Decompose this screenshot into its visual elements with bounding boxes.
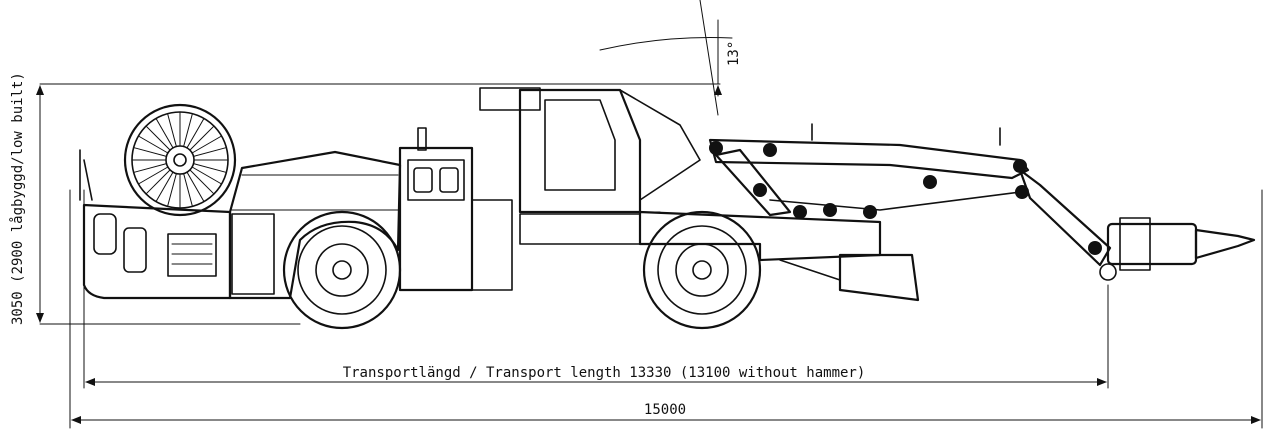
reel-spoke — [155, 171, 174, 203]
reel-spoke — [186, 171, 205, 203]
height-label: 3050 (2900 lågbyggd/low built) — [9, 72, 26, 325]
boom-pin — [863, 205, 877, 219]
transport-length-label: Transportlängd / Transport length 13330 … — [343, 365, 866, 381]
rear-frame — [82, 203, 232, 300]
reel-spoke — [133, 163, 167, 173]
cab-roof-rail — [479, 87, 541, 111]
angle-label: 13° — [726, 41, 742, 66]
boom-arm — [708, 123, 1112, 267]
rear-wheel — [282, 210, 402, 330]
reel-spoke — [193, 147, 227, 157]
reel-spoke — [145, 169, 171, 195]
side-box — [231, 213, 275, 295]
reel-spoke — [183, 113, 193, 147]
boom-pin — [823, 203, 837, 217]
center-unit — [398, 146, 474, 292]
cable-reel — [123, 103, 237, 217]
rear-panel-b — [123, 227, 147, 273]
reel-spoke — [183, 173, 193, 207]
cab-support — [619, 89, 701, 201]
reel-spoke — [191, 166, 223, 185]
reel-spoke — [137, 166, 169, 185]
reel-spoke — [155, 117, 174, 149]
exhaust — [417, 127, 427, 151]
reel-spoke — [193, 163, 227, 173]
reel-spoke — [189, 169, 215, 195]
boom-lower-link — [714, 148, 792, 217]
angle-dimension: 13° — [599, 0, 742, 116]
engine-hood — [228, 150, 402, 300]
boom-pin — [923, 175, 937, 189]
cab — [518, 88, 642, 214]
boom-upper — [708, 138, 1030, 180]
hammer-body — [1106, 222, 1198, 266]
machine — [79, 87, 1256, 330]
rear-panel-c — [167, 233, 217, 277]
boom-pin — [709, 141, 723, 155]
reel-spoke — [137, 135, 169, 154]
rear-panel-a — [93, 213, 117, 255]
reel-spoke — [133, 147, 167, 157]
boom-pin — [1088, 241, 1102, 255]
reel-spoke — [167, 173, 177, 207]
overall-length-dimension: 15000 — [69, 189, 1263, 429]
reel-spoke — [189, 125, 215, 151]
angle-arc — [599, 37, 733, 51]
height-dimension: 3050 (2900 lågbyggd/low built) — [9, 72, 721, 325]
reel-spoke — [191, 135, 223, 154]
overall-length-label: 15000 — [644, 402, 686, 418]
angle-tilted-line — [699, 0, 719, 116]
reel-spoke — [145, 125, 171, 151]
boom-pin — [763, 143, 777, 157]
front-wheel — [642, 210, 762, 330]
cab-window — [544, 99, 616, 191]
transport-length-dimension: Transportlängd / Transport length 13330 … — [83, 189, 1109, 389]
boom-pin — [793, 205, 807, 219]
hammer-chisel — [1194, 228, 1256, 260]
boom-pin — [753, 183, 767, 197]
boom-pin — [1015, 185, 1029, 199]
hydraulic-hammer — [1099, 217, 1256, 281]
dozer-blade — [838, 253, 920, 302]
reel-spoke — [186, 117, 205, 149]
boom-pin — [1013, 159, 1027, 173]
reel-spoke — [167, 113, 177, 147]
